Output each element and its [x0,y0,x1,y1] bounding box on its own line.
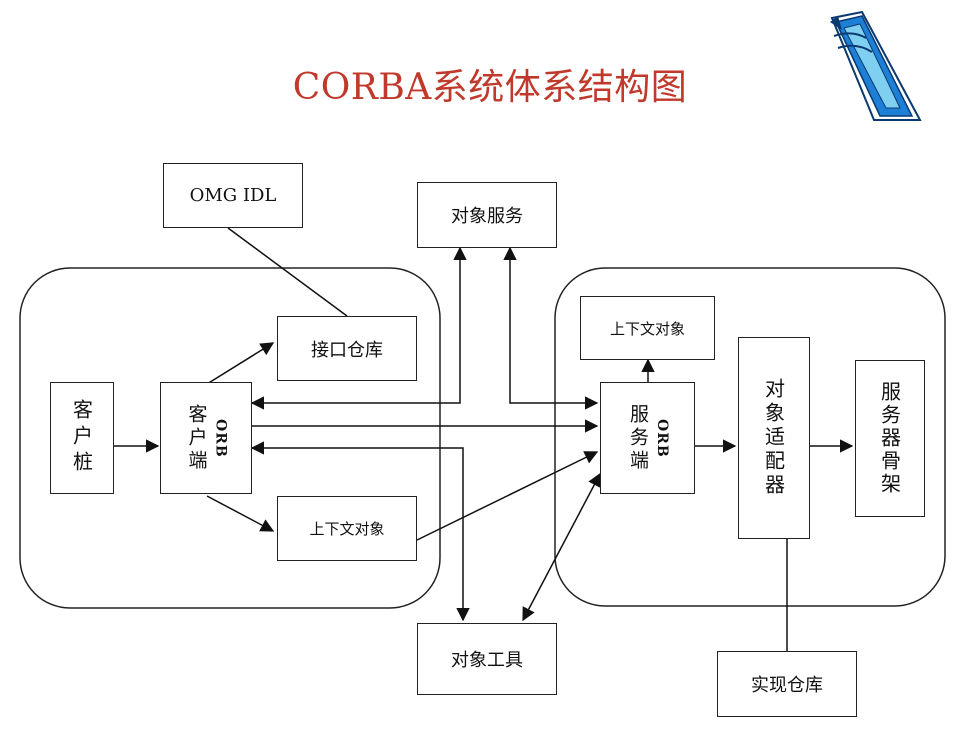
object-adapter-label: 对象适配器 [761,378,786,498]
client-stub-box: 客户桩 [50,382,114,494]
arrow-client-orb-to-context [206,495,275,532]
server-skeleton-label: 服务器骨架 [877,381,902,496]
server-orb-box: 服务端 ORB [600,382,695,494]
link-omgidl-interface-repo [227,227,348,317]
server-orb-side-label: ORB [654,418,670,458]
server-skeleton-box: 服务器骨架 [855,360,925,517]
interface-repository-label: 接口仓库 [311,339,383,361]
server-context-box: 上下文对象 [580,296,715,360]
omg-idl-label: OMG IDL [189,185,277,206]
object-services-box: 对象服务 [417,182,557,248]
server-side-container [554,267,946,607]
arrow-server-orb-object-tools [522,472,601,622]
interface-repository-box: 接口仓库 [277,316,417,381]
arrow-client-context-to-server-orb [414,451,599,542]
object-services-label: 对象服务 [451,206,523,227]
arrow-client-orb-object-services [250,246,467,410]
client-side-container [19,267,441,609]
client-stub-label: 客户桩 [69,399,94,477]
arrow-object-services-server-orb [503,246,599,410]
object-tools-label: 对象工具 [451,650,523,671]
client-context-box: 上下文对象 [277,496,417,561]
object-tools-box: 对象工具 [417,623,557,695]
implementation-repository-box: 实现仓库 [717,651,857,717]
client-context-label: 上下文对象 [309,520,385,538]
client-orb-side-label: ORB [212,418,229,458]
server-orb-main-label: 服务端 [627,403,649,473]
object-adapter-box: 对象适配器 [738,337,810,539]
client-orb-box: 客户端 ORB [160,382,252,494]
arrow-client-orb-object-tools [250,441,470,622]
omg-idl-box: OMG IDL [163,163,303,228]
page-title: CORBA系统体系结构图 [292,67,688,108]
arrow-client-orb-to-interface-repo [206,342,275,385]
implementation-repository-label: 实现仓库 [751,675,823,696]
client-orb-main-label: 客户端 [185,403,208,473]
banner-logo-icon [830,10,922,121]
server-context-label: 上下文对象 [609,319,685,338]
